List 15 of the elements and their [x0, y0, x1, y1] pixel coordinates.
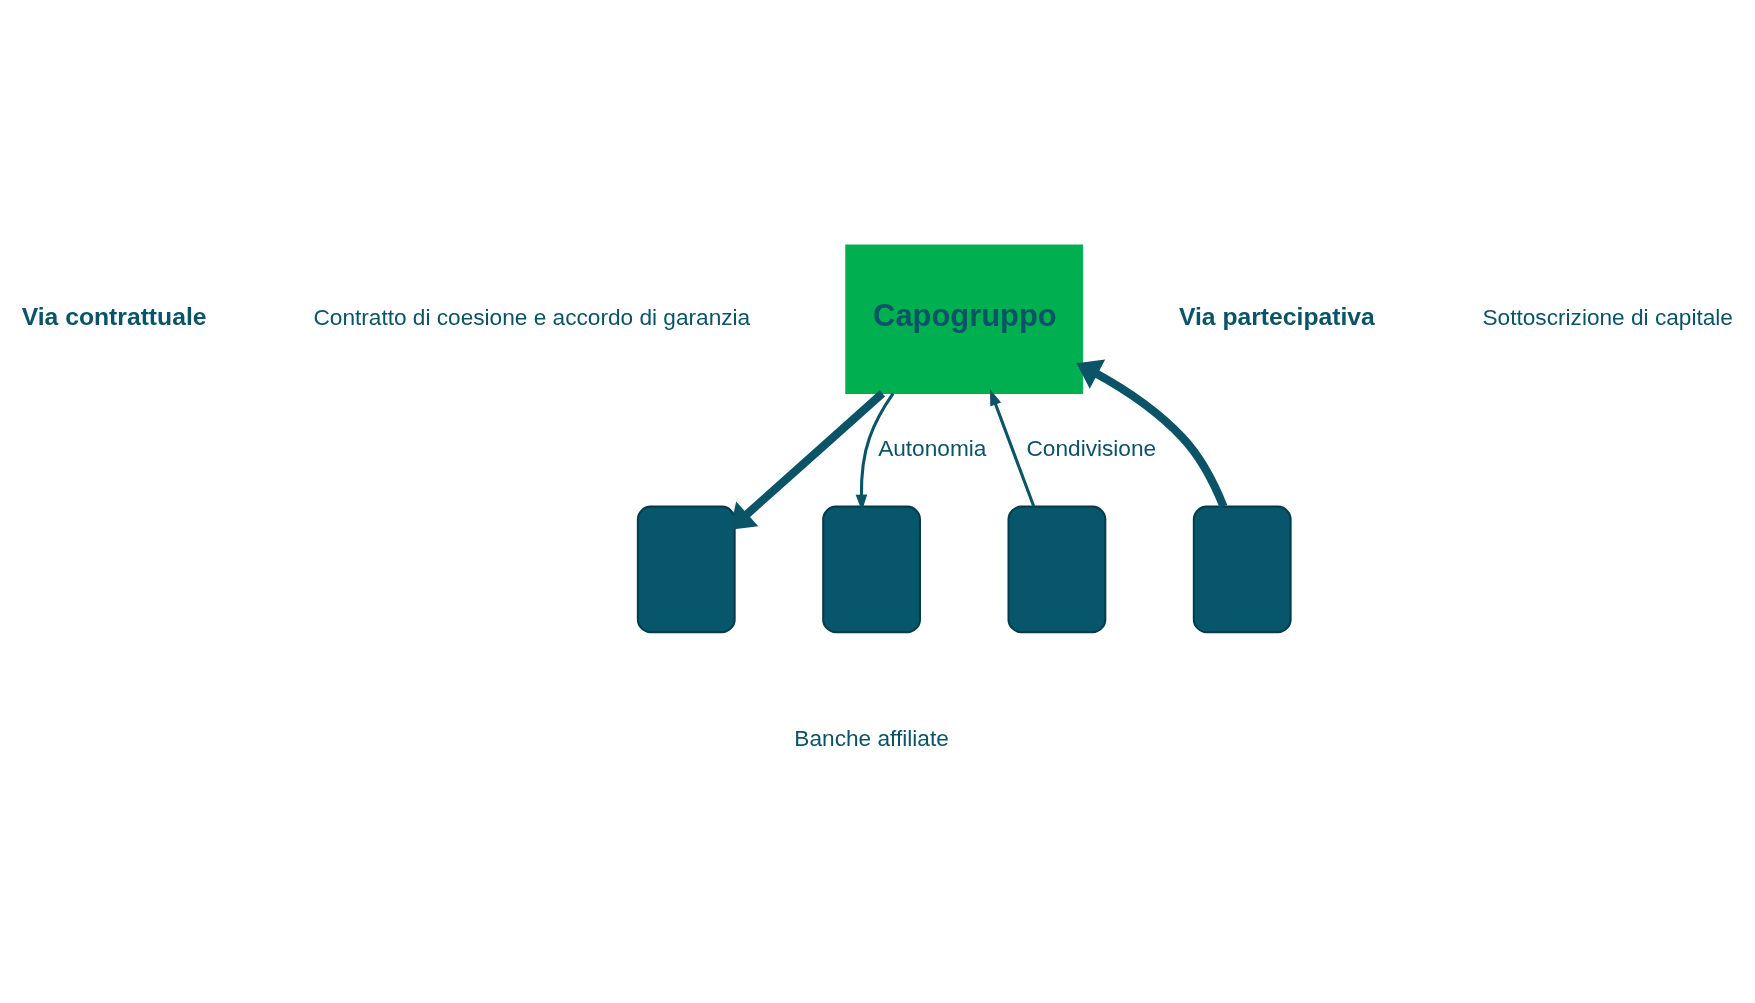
edge-label: Autonomia — [878, 434, 987, 461]
node-box — [1192, 505, 1292, 633]
arrow — [989, 388, 1036, 507]
node-box — [1007, 505, 1107, 633]
arrow — [1076, 359, 1228, 508]
node-box: Capogruppo — [845, 244, 1084, 394]
label: Sottoscrizione di capitale — [1482, 303, 1733, 330]
label: Banche affiliate — [794, 724, 949, 751]
node-box — [636, 505, 736, 633]
label: Via partecipativa — [1178, 302, 1375, 330]
label: Contratto di coesione e accordo di garanzia — [313, 303, 751, 330]
edge-label: Condivisione — [1026, 434, 1157, 461]
label: Via contrattuale — [21, 302, 207, 330]
node-box — [822, 505, 921, 633]
arrow — [855, 392, 895, 511]
